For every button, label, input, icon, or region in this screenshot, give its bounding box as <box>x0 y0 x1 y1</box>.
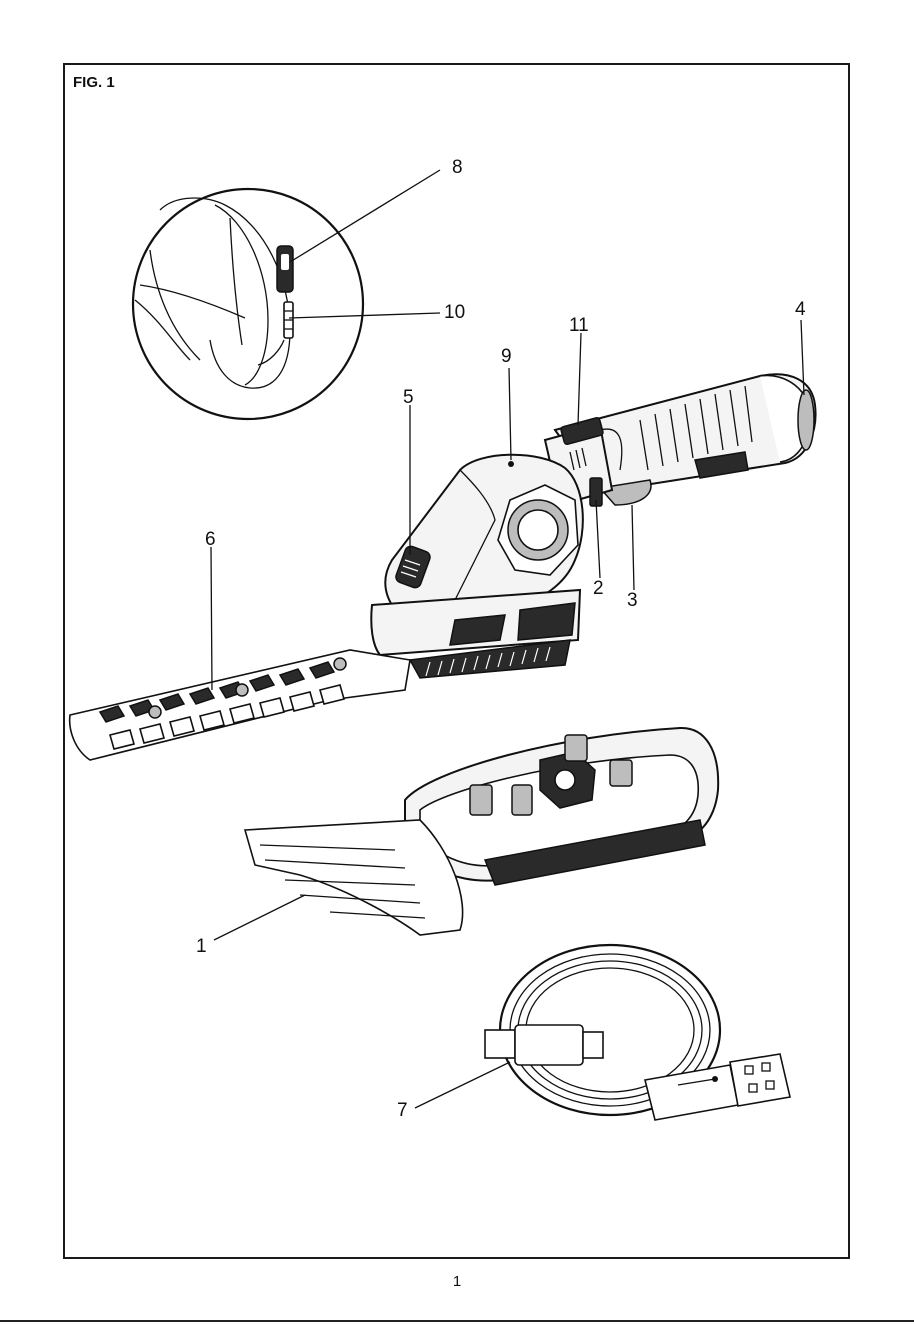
shear-blade-attachment <box>245 728 718 935</box>
callout-2: 2 <box>593 578 604 599</box>
magnified-detail-inset <box>133 189 363 419</box>
hedge-trimmer-blade <box>70 650 410 760</box>
callout-11: 11 <box>569 315 589 336</box>
callout-10: 10 <box>444 302 465 323</box>
callout-8: 8 <box>452 157 463 178</box>
bottom-rule <box>0 1320 914 1322</box>
page-number: 1 <box>0 1273 914 1290</box>
callout-9: 9 <box>501 346 512 367</box>
callout-4: 4 <box>795 299 806 320</box>
cordless-shear-body <box>371 374 815 678</box>
callout-7: 7 <box>397 1100 408 1121</box>
callout-3: 3 <box>627 590 638 611</box>
callout-1: 1 <box>196 936 207 957</box>
callout-6: 6 <box>205 529 216 550</box>
usb-charging-cable <box>485 945 790 1120</box>
callout-5: 5 <box>403 387 414 408</box>
